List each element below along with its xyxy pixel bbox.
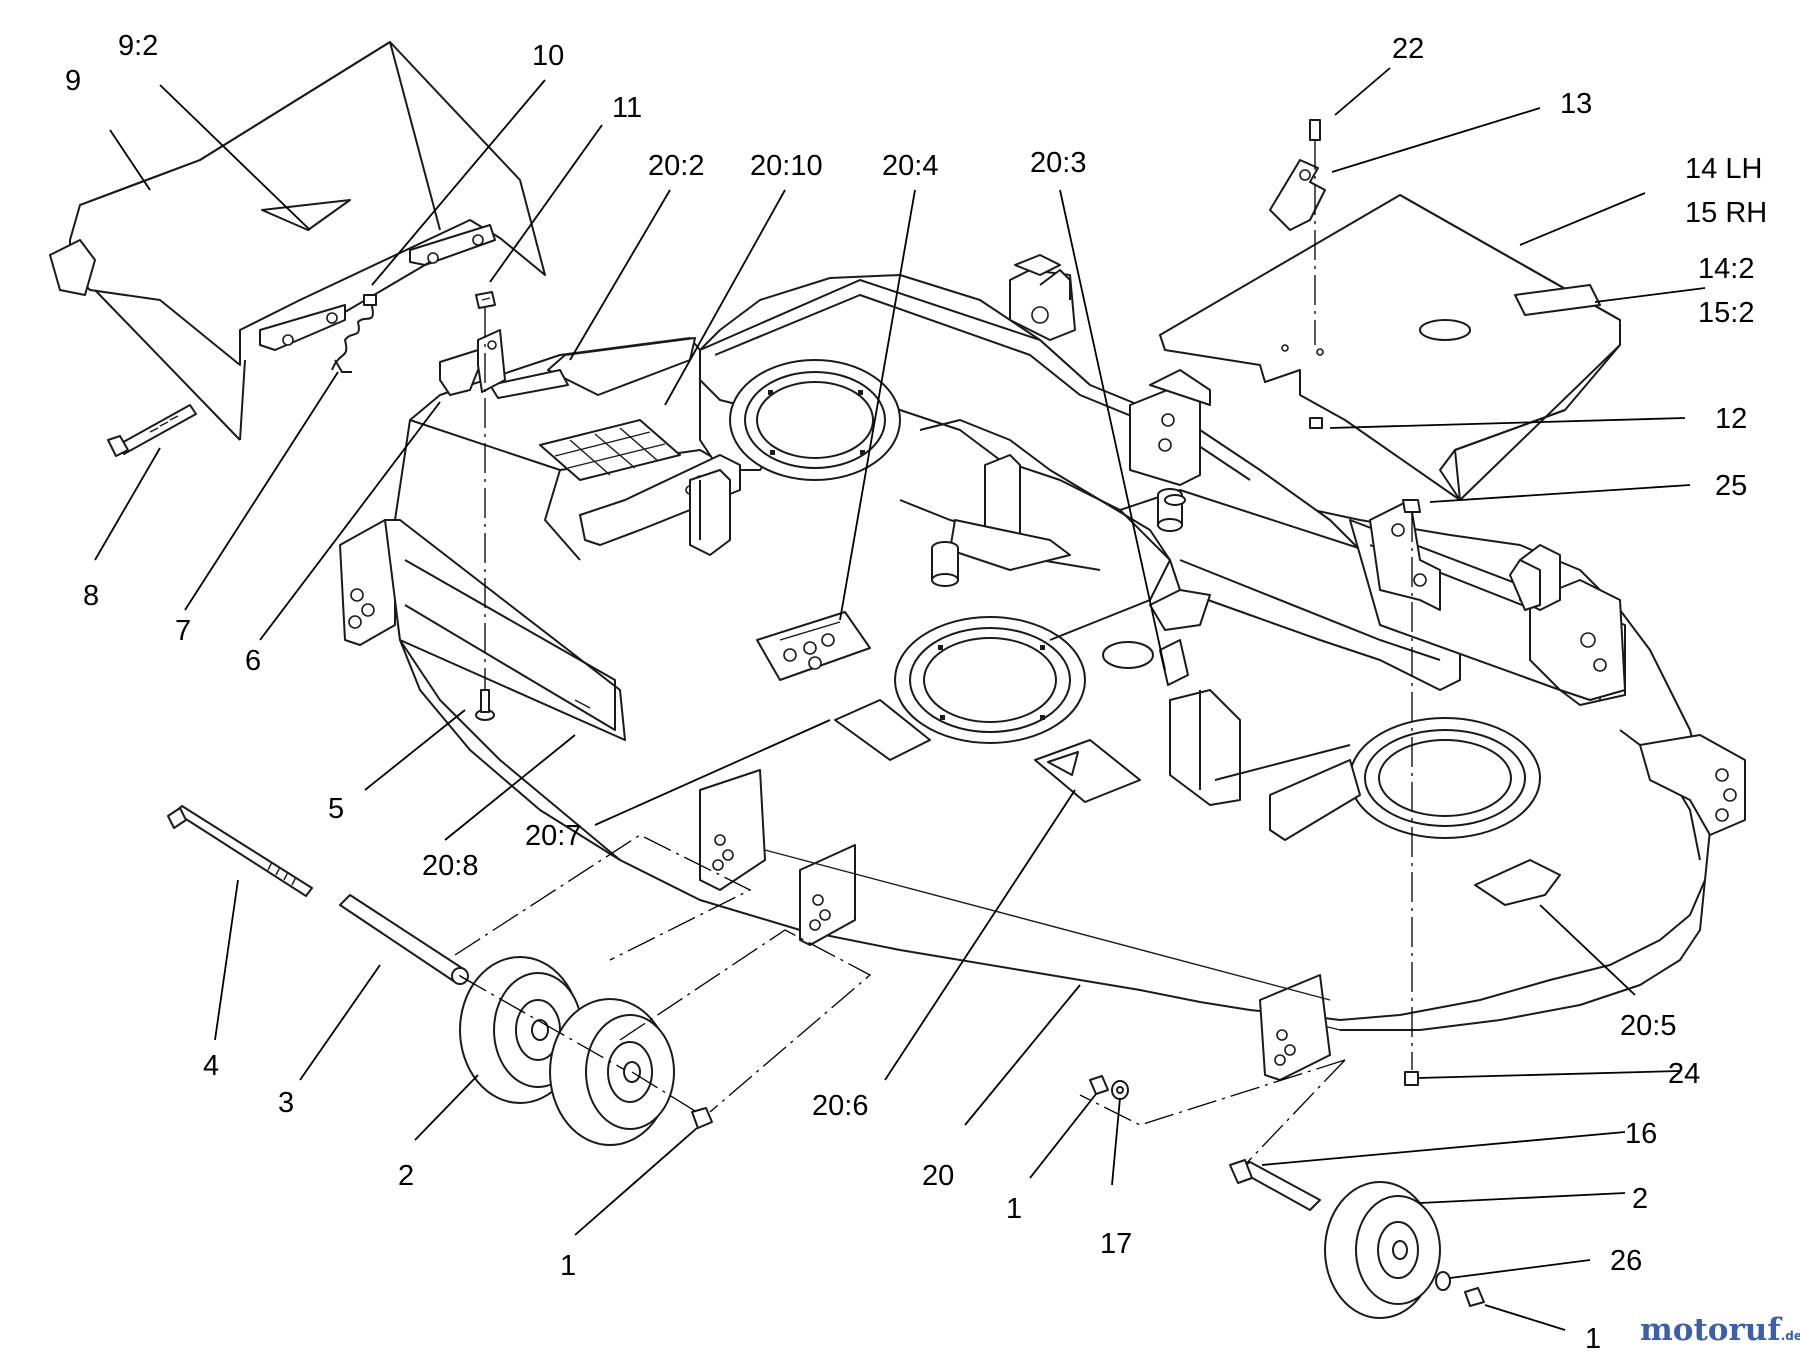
wing-knob xyxy=(1269,119,1326,429)
locknut-11 xyxy=(475,291,496,309)
callout-20: 20 xyxy=(922,1160,954,1192)
callout-22: 22 xyxy=(1392,33,1424,65)
callout-7: 7 xyxy=(175,615,191,647)
decal-20-8 xyxy=(574,699,591,709)
callout-20-5: 20:5 xyxy=(1620,1010,1676,1042)
leader-lines xyxy=(94,67,1706,1331)
callout-2-left: 2 xyxy=(398,1160,414,1192)
callout-20-8: 20:8 xyxy=(422,850,478,882)
callout-6: 6 xyxy=(245,645,261,677)
shield-bolts xyxy=(1402,499,1421,1086)
callout-16: 16 xyxy=(1625,1118,1657,1150)
callout-20-7: 20:7 xyxy=(525,820,581,852)
callout-labels: 9 9:2 10 11 20:2 20:10 20:4 20:3 22 13 1… xyxy=(65,30,1767,1355)
decal-20-2 xyxy=(489,369,569,399)
front-wheel-brackets xyxy=(699,769,1331,1081)
chute-hinge xyxy=(259,224,496,351)
front-axle-assembly xyxy=(167,805,713,1146)
rear-wheel-assembly xyxy=(1229,1159,1485,1319)
hinge-bolt xyxy=(107,404,197,457)
callout-25: 25 xyxy=(1715,470,1747,502)
callout-3: 3 xyxy=(278,1087,294,1119)
mount-bracket xyxy=(439,329,506,396)
callout-2-right: 2 xyxy=(1632,1183,1648,1215)
callout-1-middle: 1 xyxy=(1006,1193,1022,1225)
callout-24: 24 xyxy=(1668,1058,1700,1090)
callout-20-6: 20:6 xyxy=(812,1090,868,1122)
watermark-brand: motoruf xyxy=(1640,1312,1782,1348)
watermark-suffix: .de xyxy=(1781,1329,1800,1343)
callout-1-left: 1 xyxy=(560,1250,576,1282)
callout-14-2: 14:2 xyxy=(1698,253,1754,285)
decal-20-5 xyxy=(1474,859,1561,906)
deck-decals xyxy=(489,369,1561,906)
callout-4: 4 xyxy=(203,1050,219,1082)
callout-12: 12 xyxy=(1715,403,1747,435)
callout-10: 10 xyxy=(532,40,564,72)
projection-lines xyxy=(454,834,1346,1171)
callout-13: 13 xyxy=(1560,88,1592,120)
callout-14-lh: 14 LH xyxy=(1685,153,1762,185)
callout-20-4: 20:4 xyxy=(882,150,938,182)
callout-20-3: 20:3 xyxy=(1030,147,1086,179)
decal-20-6 xyxy=(1034,739,1141,803)
rear-bracket-hardware xyxy=(1089,1075,1129,1100)
decal-20-10 xyxy=(539,419,681,481)
motoruf-watermark: motoruf.de xyxy=(1640,1312,1800,1348)
callout-15-rh: 15 RH xyxy=(1685,197,1767,229)
decal-20-3 xyxy=(1159,639,1189,686)
callout-8: 8 xyxy=(83,580,99,612)
callout-26: 26 xyxy=(1610,1245,1642,1277)
decal-20-4 xyxy=(756,611,871,681)
discharge-chute xyxy=(49,41,546,441)
callout-1-right: 1 xyxy=(1585,1323,1601,1355)
callout-9-2: 9:2 xyxy=(118,30,158,62)
callout-5: 5 xyxy=(328,793,344,825)
svg-text:motoruf.de: motoruf.de xyxy=(1640,1312,1800,1348)
callout-11: 11 xyxy=(612,92,642,124)
callout-9: 9 xyxy=(65,65,81,97)
torsion-spring xyxy=(331,305,374,373)
callout-20-2: 20:2 xyxy=(648,150,704,182)
callout-15-2: 15:2 xyxy=(1698,297,1754,329)
carriage-bolt-5 xyxy=(475,308,495,721)
decal-20-7 xyxy=(834,699,931,761)
callout-17: 17 xyxy=(1100,1228,1132,1260)
callout-20-10: 20:10 xyxy=(750,150,823,182)
